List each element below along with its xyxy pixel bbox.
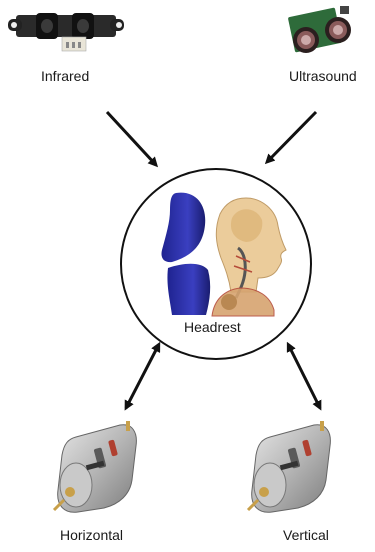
vertical-label: Vertical: [283, 527, 329, 543]
horizontal-label: Horizontal: [60, 527, 123, 543]
infrared-sensor-icon: [8, 13, 124, 51]
horizontal-motor-icon: [54, 421, 136, 512]
arrow-infrared-to-headrest: [107, 112, 156, 165]
arrow-ultrasound-to-headrest: [267, 112, 316, 162]
headrest-label: Headrest: [184, 319, 241, 335]
arrow-headrest-horizontal: [126, 348, 157, 408]
arrow-headrest-vertical: [290, 348, 320, 408]
vertical-motor-icon: [248, 421, 330, 512]
infrared-label: Infrared: [41, 68, 89, 84]
ultrasound-sensor-icon: [288, 6, 351, 53]
headrest-with-head-icon: [161, 193, 286, 316]
ultrasound-label: Ultrasound: [289, 68, 357, 84]
